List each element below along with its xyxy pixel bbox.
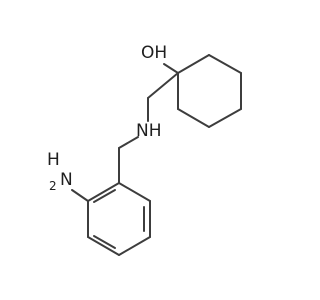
c-oh-bond (163, 63, 179, 74)
aminomethyl-linker (118, 72, 179, 184)
structure-diagram: OH NH H N 2 (47, 43, 242, 256)
aryl-nh2-bond (71, 189, 89, 202)
amino-n-label: N (60, 170, 73, 190)
hydroxyl-label: OH (141, 43, 167, 63)
molecule-canvas: OH NH H N 2 (47, 43, 242, 256)
amine-nh-label: NH (136, 121, 162, 141)
amino-h-label: H (47, 150, 60, 170)
cyclohexane-ring (177, 54, 242, 128)
amino-subscript-label: 2 (49, 179, 57, 193)
benzene-ring (87, 182, 151, 256)
